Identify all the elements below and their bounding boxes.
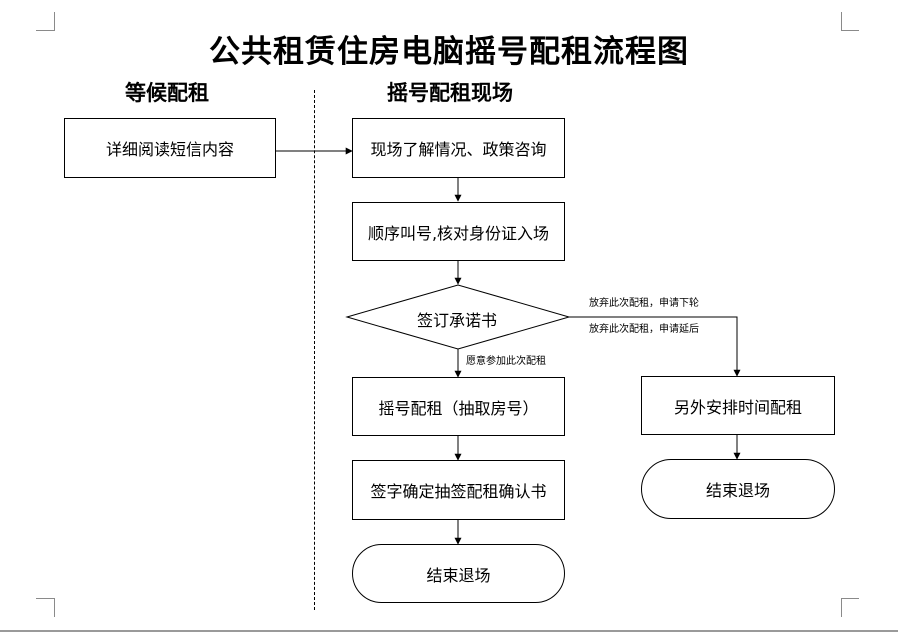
node-consult: 现场了解情况、政策咨询 xyxy=(352,118,565,178)
node-confirm: 签字确定抽签配租确认书 xyxy=(352,460,565,520)
arrow-sign-to-rearrange xyxy=(569,316,741,377)
crop-mark-bottom-right-h xyxy=(841,598,859,599)
node-sign-promise: 签订承诺书 xyxy=(417,311,498,330)
page-bottom-rule xyxy=(0,630,898,632)
edge-label-give-up-delay: 放弃此次配租，申请延后 xyxy=(589,324,699,335)
crop-mark-bottom-left-h xyxy=(36,598,54,599)
diagram-title: 公共租赁住房电脑摇号配租流程图 xyxy=(209,34,689,70)
node-end-main: 结束退场 xyxy=(352,544,565,603)
node-lottery: 摇号配租（抽取房号） xyxy=(352,377,565,436)
lane-divider xyxy=(314,90,315,610)
crop-mark-bottom-right-v xyxy=(841,598,842,617)
crop-mark-top-right-h xyxy=(841,30,859,31)
node-end-side: 结束退场 xyxy=(641,459,835,519)
edge-label-willing: 愿意参加此次配租 xyxy=(466,356,546,367)
node-rearrange: 另外安排时间配租 xyxy=(641,376,835,435)
crop-mark-top-left-v xyxy=(54,12,55,31)
crop-mark-bottom-left-v xyxy=(54,598,55,617)
lane-title-waiting: 等候配租 xyxy=(125,81,209,105)
lane-title-onsite: 摇号配租现场 xyxy=(387,81,513,105)
node-queue-check-id: 顺序叫号,核对身份证入场 xyxy=(352,202,565,261)
edge-label-give-up-next: 放弃此次配租，申请下轮 xyxy=(589,298,699,309)
crop-mark-top-left-h xyxy=(36,30,54,31)
decision-diamond-shape xyxy=(345,284,571,350)
crop-mark-top-right-v xyxy=(841,12,842,31)
node-read-sms: 详细阅读短信内容 xyxy=(64,118,276,178)
